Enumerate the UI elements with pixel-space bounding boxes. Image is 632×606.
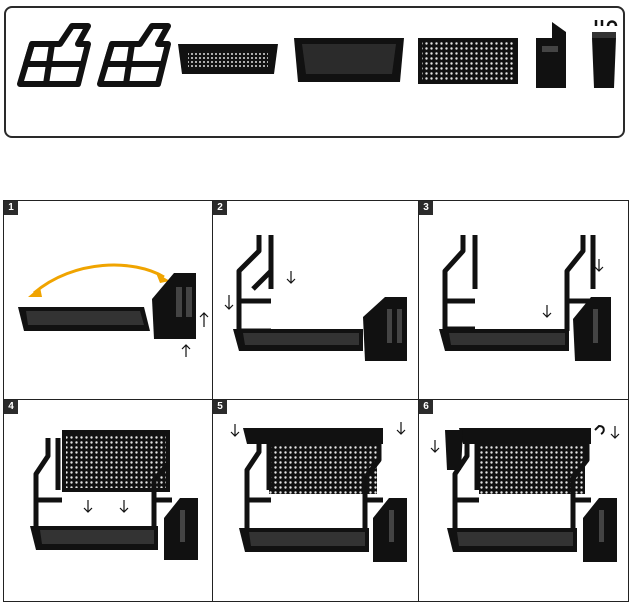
step-3-illustration — [439, 235, 611, 361]
side-frame-part-right — [97, 23, 171, 87]
mesh-basket-part — [178, 44, 278, 74]
step-number: 5 — [213, 400, 227, 414]
perforated-panel-part — [418, 38, 518, 84]
rotate-arrow-icon — [28, 287, 42, 297]
assembly-steps-grid: 1 2 — [3, 200, 629, 602]
step-1-panel: 1 — [3, 200, 213, 400]
side-organizer-part — [536, 22, 566, 88]
down-arrow-icon — [230, 424, 240, 437]
cup-holder-icon — [445, 430, 463, 470]
step-number: 2 — [213, 201, 227, 215]
step-2-panel: 2 — [212, 200, 419, 400]
step-number: 3 — [419, 201, 433, 215]
step-number: 4 — [4, 400, 18, 414]
step-5-panel: 5 — [212, 399, 419, 602]
step-number: 6 — [419, 400, 433, 414]
down-arrow-icon — [430, 440, 440, 453]
step-6-panel: 6 — [418, 399, 629, 602]
step-4-illustration — [30, 430, 198, 560]
down-arrow-icon — [83, 500, 93, 513]
down-arrow-icon — [286, 271, 296, 284]
cup-holder-part — [592, 20, 618, 88]
step-6-illustration — [430, 424, 620, 562]
bottom-tray-part — [294, 38, 404, 82]
step-4-panel: 4 — [3, 399, 213, 602]
step-1-illustration — [18, 263, 209, 357]
down-arrow-icon — [542, 305, 552, 318]
step-5-illustration — [230, 422, 407, 562]
step-3-panel: 3 — [418, 200, 629, 400]
side-frame-part-left — [17, 23, 91, 87]
step-number: 1 — [4, 201, 18, 215]
parts-overview-panel — [4, 6, 625, 138]
step-2-illustration — [224, 235, 407, 361]
up-arrow-icon — [199, 312, 209, 327]
